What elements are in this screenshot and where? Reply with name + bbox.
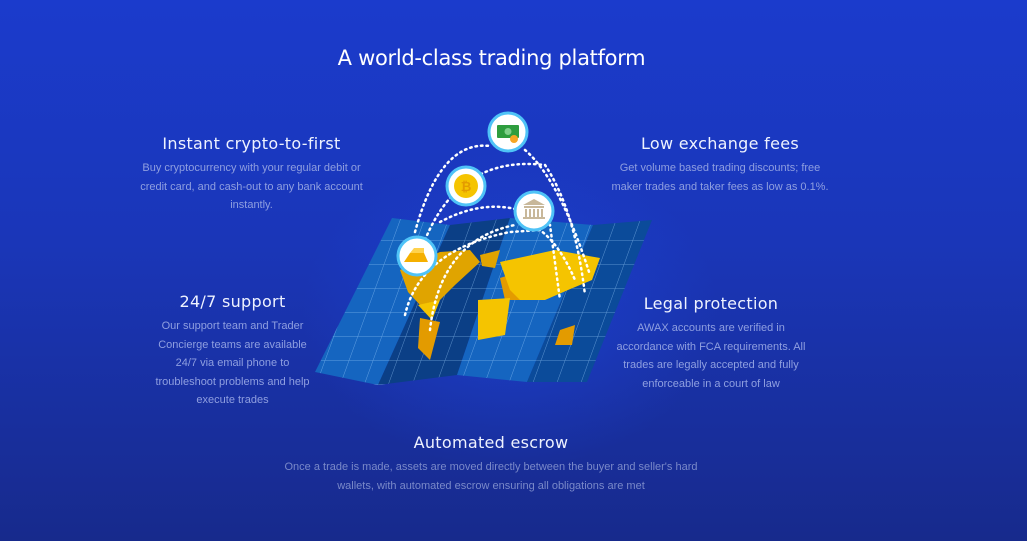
- feature-title: Legal protection: [643, 294, 779, 313]
- bitcoin-icon: ₿: [445, 165, 487, 207]
- feature-text: Once a trade is made, assets are moved d…: [284, 461, 698, 492]
- feature-support: 24/7 support Our support team and Trader…: [150, 292, 315, 410]
- svg-text:₿: ₿: [461, 180, 472, 195]
- feature-title: 24/7 support: [179, 292, 286, 311]
- feature-title: Low exchange fees: [640, 134, 800, 153]
- feature-text: Get volume based trading discounts; free…: [611, 162, 829, 193]
- feature-instant-crypto: Instant crypto-to-first Buy cryptocurren…: [130, 134, 373, 215]
- feature-title: Automated escrow: [413, 433, 569, 452]
- feature-automated-escrow: Automated escrow Once a trade is made, a…: [280, 433, 702, 495]
- cash-icon: [487, 111, 529, 153]
- page-title: A world-class trading platform: [337, 46, 646, 70]
- bank-icon: [513, 190, 555, 232]
- feature-text: Our support team and Trader Concierge te…: [155, 320, 310, 406]
- feature-text: AWAX accounts are verified in accordance…: [616, 322, 806, 390]
- feature-text: Buy cryptocurrency with your regular deb…: [140, 162, 363, 211]
- gold-bars-icon: [396, 235, 438, 277]
- feature-title: Instant crypto-to-first: [162, 134, 341, 153]
- feature-low-fees: Low exchange fees Get volume based tradi…: [610, 134, 830, 196]
- feature-legal-protection: Legal protection AWAX accounts are verif…: [615, 294, 807, 393]
